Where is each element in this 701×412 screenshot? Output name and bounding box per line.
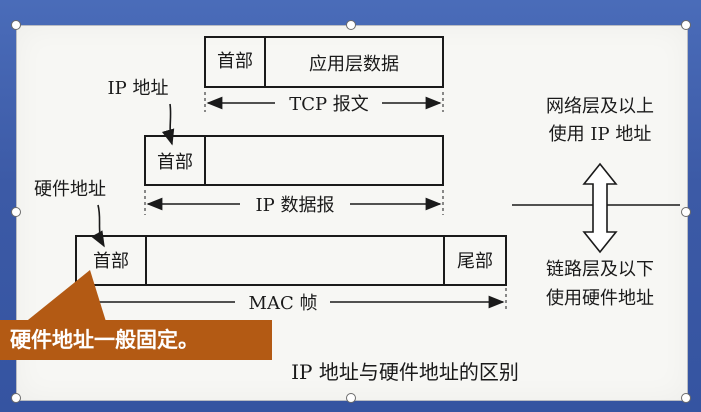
- application-data-label: 应用层数据: [309, 54, 399, 75]
- application-data-box: [264, 36, 444, 88]
- callout-box: [0, 320, 272, 360]
- figure-caption: IP 地址与硬件地址的区别: [291, 360, 519, 384]
- resize-handle-top-center[interactable]: [346, 20, 356, 30]
- tcp-segment-label: TCP 报文: [289, 94, 369, 115]
- resize-handle-bottom-right[interactable]: [681, 393, 691, 403]
- lower-layer-label-line1: 链路层及以下: [546, 259, 654, 280]
- resize-handle-middle-right[interactable]: [681, 207, 691, 217]
- mac-header-label: 首部: [93, 251, 129, 272]
- resize-handle-bottom-left[interactable]: [11, 393, 21, 403]
- resize-handle-top-right[interactable]: [681, 20, 691, 30]
- resize-handle-top-left[interactable]: [11, 20, 21, 30]
- hardware-address-pointer: [91, 204, 105, 248]
- ip-address-label: IP 地址: [108, 78, 169, 99]
- mac-payload-box: [145, 235, 445, 286]
- double-headed-arrow-icon: [582, 162, 618, 254]
- upper-layer-label-line1: 网络层及以上: [546, 96, 654, 117]
- upper-layer-label-line2: 使用 IP 地址: [549, 124, 652, 145]
- resize-handle-middle-left[interactable]: [11, 207, 21, 217]
- mac-trailer-label: 尾部: [457, 251, 493, 272]
- mac-frame-label: MAC 帧: [249, 293, 318, 314]
- callout-text: 硬件地址一般固定。: [10, 328, 199, 352]
- hardware-address-label: 硬件地址: [34, 179, 106, 200]
- ip-address-pointer: [161, 103, 175, 146]
- tcp-header-label: 首部: [217, 51, 253, 72]
- ip-payload-box: [204, 135, 444, 186]
- mac-trailer-box: [443, 235, 507, 286]
- ip-datagram-label: IP 数据报: [256, 195, 335, 216]
- lower-layer-label-line2: 使用硬件地址: [546, 288, 654, 309]
- resize-handle-bottom-center[interactable]: [346, 393, 356, 403]
- ip-header-label: 首部: [157, 152, 193, 173]
- callout-pointer: [18, 270, 108, 328]
